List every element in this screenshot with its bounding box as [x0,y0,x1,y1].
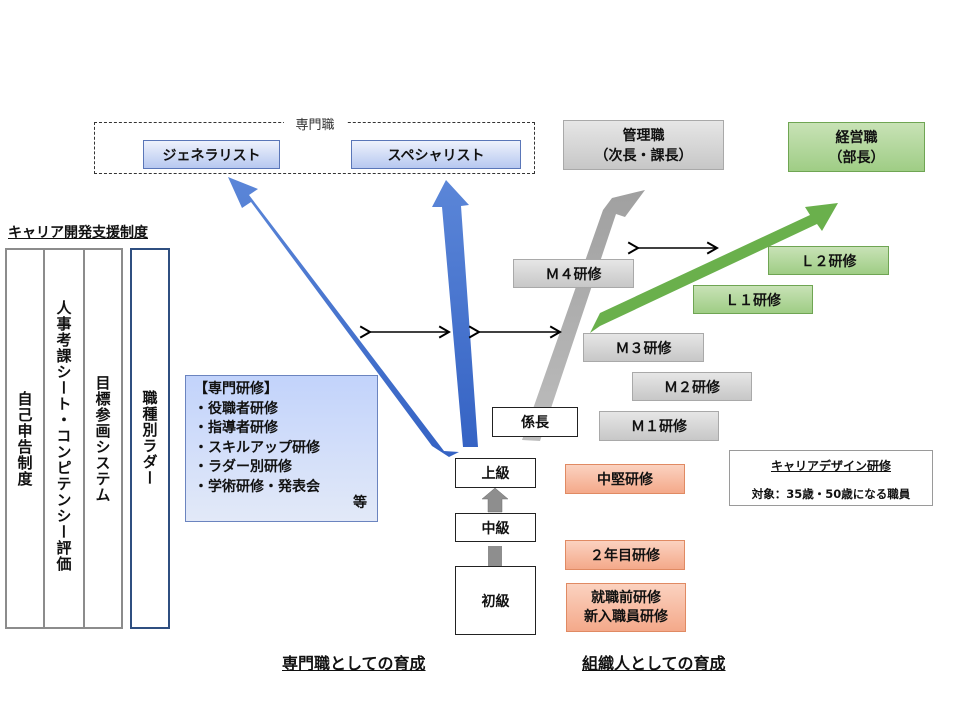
specialist-training-item: ・指導者研修 [194,420,278,436]
mid-career-training-box: 中堅研修 [565,464,685,494]
goal-system-label: 目標参画システム [93,375,112,503]
specialist-training-item: ・学術研修・発表会 [194,478,320,495]
specialist-training-heading: 【専門研修】 [194,381,278,397]
specialist-box: スペシャリスト [351,140,521,169]
generalist-box: ジェネラリスト [143,140,280,169]
junior-to-middle-arrow [488,546,502,566]
specialist-training-etc: 等 [353,494,367,511]
goal-system-column: 目標参画システム [83,248,123,629]
specialist-group-label: 専門職 [284,114,346,133]
generalist-path-arrow [228,177,459,457]
new-employee-training-label: 新入職員研修 [584,609,668,625]
career-design-title: キャリアデザイン研修 [770,459,891,473]
l2-training-box: Ｌ２研修 [768,246,889,275]
evaluation-label: 人事考課シート・コンピテンシー評価 [54,300,73,572]
specialist-development-label: 専門職としての育成 [282,654,426,673]
management-title: 管理職 [622,128,665,144]
m4-training-box: Ｍ４研修 [513,259,634,288]
self-report-column: 自己申告制度 [5,248,45,629]
middle-grade-box: 中級 [455,513,536,542]
management-subtitle: （次長・課長） [594,148,693,164]
organizational-development-label: 組織人としての育成 [582,654,726,673]
executive-box: 経営職 （部長） [788,122,925,172]
specialist-training-item: ・役職者研修 [194,400,278,417]
second-year-training-box: ２年目研修 [565,540,685,570]
career-design-target: 対象：35歳・50歳になる職員 [751,487,911,501]
senior-grade-box: 上級 [455,458,536,488]
m1-training-box: Ｍ１研修 [599,411,719,441]
m2-training-box: Ｍ２研修 [632,372,752,401]
specialist-training-box: 【専門研修】 ・役職者研修 ・指導者研修 ・スキルアップ研修 ・ラダー別研修 ・… [185,375,378,522]
kakaricho-box: 係長 [492,407,578,437]
junior-grade-box: 初級 [455,566,536,635]
executive-path-arrow [590,203,838,333]
specialist-path-arrow [432,180,478,447]
career-design-box: キャリアデザイン研修 対象：35歳・50歳になる職員 [729,450,933,506]
self-report-label: 自己申告制度 [15,390,34,487]
specialist-training-item: ・スキルアップ研修 [194,439,320,456]
executive-title: 経営職 [835,130,878,146]
l1-training-box: Ｌ１研修 [693,285,813,314]
middle-to-senior-arrow [481,487,509,513]
specialist-training-item: ・ラダー別研修 [194,459,292,475]
pre-employment-training-label: 就職前研修 [591,590,661,606]
ladder-column: 職種別ラダー [130,248,170,629]
m3-training-box: Ｍ３研修 [583,333,704,362]
management-path-arrow [522,190,645,441]
management-box: 管理職 （次長・課長） [563,120,724,170]
new-employee-training-box: 就職前研修 新入職員研修 [566,583,686,632]
career-support-title: キャリア開発支援制度 [8,225,148,241]
ladder-label: 職種別ラダー [140,390,159,486]
executive-subtitle: （部長） [828,150,885,166]
evaluation-column: 人事考課シート・コンピテンシー評価 [43,248,85,629]
